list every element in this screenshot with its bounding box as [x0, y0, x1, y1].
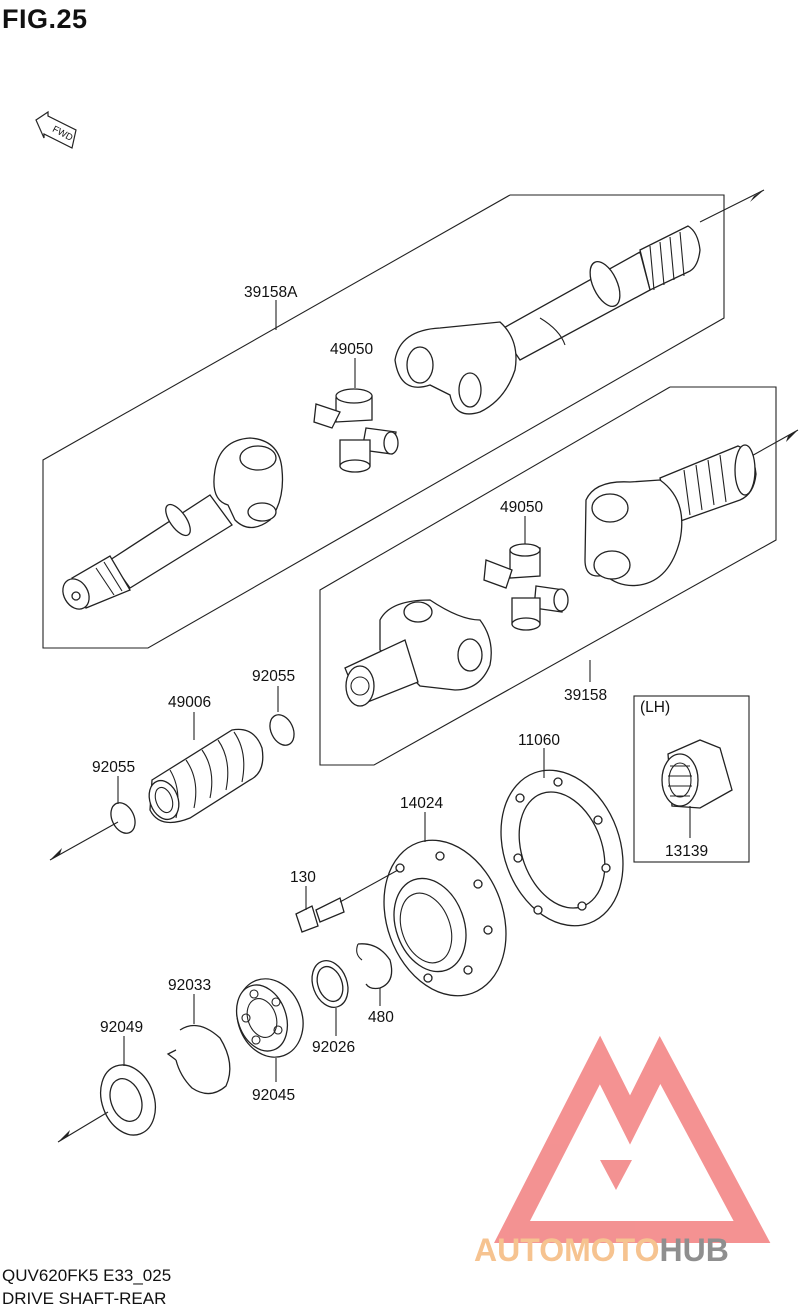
bolt-130: [295, 869, 399, 933]
label-130: 130: [290, 869, 316, 886]
label-92055-right: 92055: [252, 668, 295, 685]
oring-92055-left: [49, 802, 136, 861]
ujoint-49050-top: [313, 388, 399, 473]
part-13139: [661, 739, 733, 809]
label-92045: 92045: [252, 1087, 295, 1104]
circlip-480: [356, 943, 393, 990]
watermark-text-2: HUB: [659, 1232, 729, 1268]
snapring-92033: [166, 1024, 231, 1095]
label-92033: 92033: [168, 977, 211, 994]
model-code: QUV620FK5 E33_025: [2, 1266, 172, 1285]
oilseal-92049: [57, 1064, 157, 1143]
shaft-39158: [344, 444, 757, 707]
inset-lh: (LH): [633, 695, 750, 863]
label-92049: 92049: [100, 1019, 143, 1036]
label-480: 480: [368, 1009, 394, 1026]
label-14024: 14024: [400, 795, 443, 812]
housing-14024: [383, 839, 507, 997]
figure-title: FIG.25: [2, 4, 88, 34]
label-39158a: 39158A: [244, 284, 298, 301]
label-92055-left: 92055: [92, 759, 135, 776]
inset-lh-label: (LH): [640, 699, 670, 716]
frame-39158a: [42, 189, 765, 649]
label-39158: 39158: [564, 687, 607, 704]
gasket-11060: [500, 769, 624, 927]
callout-labels: 39158A 49050 49050 39158 92055 49006 920…: [92, 284, 708, 1104]
fwd-arrow-icon: FWD: [35, 110, 77, 149]
watermark-brand: AUTOMOTOHUB: [474, 1232, 729, 1269]
spacer-92026: [311, 960, 349, 1008]
label-11060: 11060: [518, 732, 560, 749]
bearing-92045: [235, 978, 304, 1058]
watermark-logo-icon: [494, 1035, 771, 1243]
label-49006: 49006: [168, 694, 211, 711]
leader-lines: [117, 300, 591, 1082]
label-92026: 92026: [312, 1039, 355, 1056]
label-49050-mid: 49050: [500, 499, 543, 516]
frame-39158: [319, 386, 799, 766]
shaft-39158a: [394, 225, 701, 415]
section-name: DRIVE SHAFT-REAR: [2, 1289, 167, 1308]
shaft-39158a-left: [62, 437, 284, 610]
label-49050-top: 49050: [330, 341, 373, 358]
ujoint-49050-mid: [483, 543, 569, 631]
label-13139: 13139: [665, 843, 708, 860]
watermark-text-1: AUTOMOTO: [474, 1232, 660, 1268]
oring-92055-right: [269, 714, 295, 746]
boot-49006: [148, 728, 264, 824]
